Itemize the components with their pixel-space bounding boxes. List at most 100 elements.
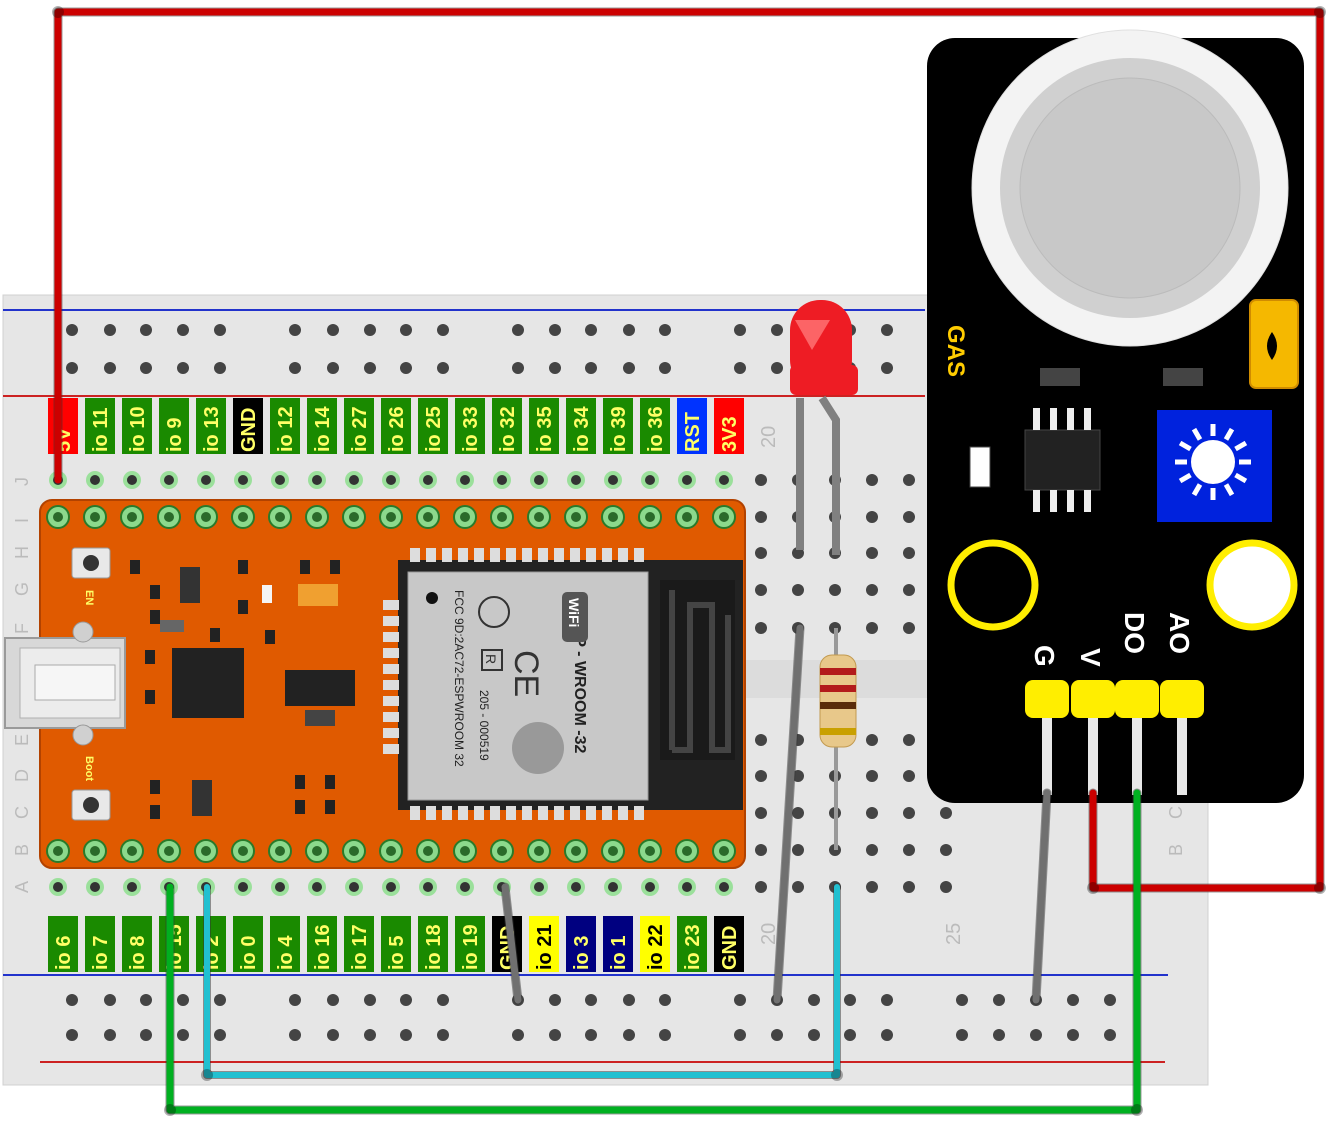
rail-hole bbox=[364, 994, 376, 1006]
rail-hole bbox=[881, 362, 893, 374]
wire-ground-sensor bbox=[1032, 789, 1051, 1004]
rail-hole bbox=[659, 1029, 671, 1041]
sensor-header-pin bbox=[1115, 680, 1159, 718]
pin-label-bg bbox=[714, 916, 744, 972]
rail-hole bbox=[66, 324, 78, 336]
sensor-pin-label: DO bbox=[1119, 612, 1150, 654]
terminal-hole bbox=[829, 584, 841, 596]
bottom-pin-label: GND bbox=[719, 926, 741, 970]
pin-label-bg bbox=[344, 916, 374, 972]
bottom-pin-label: io 17 bbox=[349, 924, 371, 970]
top-pin-label: io 35 bbox=[534, 406, 556, 452]
rail-hole bbox=[327, 994, 339, 1006]
bottom-pin-label: io 6 bbox=[53, 936, 75, 970]
top-pin-label: io 11 bbox=[90, 408, 112, 452]
rail-hole bbox=[623, 362, 635, 374]
sensor-pin-leg bbox=[1132, 700, 1142, 795]
bottom-pin-label: io 21 bbox=[534, 924, 556, 970]
sensor-pin-label: AO bbox=[1164, 612, 1195, 654]
en-button-cap bbox=[83, 555, 99, 571]
wifi-badge bbox=[562, 592, 588, 642]
pin-label-bg bbox=[529, 916, 559, 972]
rail-hole bbox=[1067, 994, 1079, 1006]
wire-5v bbox=[54, 8, 1324, 892]
top-pin-label: 3V3 bbox=[719, 416, 741, 452]
terminal-hole bbox=[866, 770, 878, 782]
esp32-board: EN Boot ESP - WROOM -32 FCC 9D:2AC72-ESP… bbox=[4, 471, 746, 896]
rail-hole bbox=[364, 1029, 376, 1041]
terminal-hole bbox=[866, 622, 878, 634]
rail-hole bbox=[549, 1029, 561, 1041]
pin-label-bg bbox=[196, 398, 226, 454]
rail-hole bbox=[1030, 1029, 1042, 1041]
terminal-hole bbox=[792, 844, 804, 856]
top-pin-label: io 32 bbox=[497, 406, 519, 452]
rail-hole bbox=[659, 362, 671, 374]
terminal-hole bbox=[866, 584, 878, 596]
bottom-pin-label: io 19 bbox=[460, 924, 482, 970]
rail-hole bbox=[512, 362, 524, 374]
wire-ground-led bbox=[773, 624, 804, 1004]
bottom-pin-label: io 4 bbox=[275, 935, 297, 970]
rail-hole bbox=[585, 324, 597, 336]
terminal-hole bbox=[903, 881, 915, 893]
rail-hole bbox=[289, 324, 301, 336]
terminal-hole bbox=[866, 881, 878, 893]
pin-label-bg bbox=[714, 398, 744, 454]
row-letter: E bbox=[12, 734, 32, 746]
terminal-hole bbox=[792, 881, 804, 893]
row-letter: C bbox=[1166, 806, 1186, 819]
terminal-hole bbox=[903, 807, 915, 819]
rail-hole bbox=[66, 994, 78, 1006]
rail-hole bbox=[956, 1029, 968, 1041]
bottom-pin-label: io 7 bbox=[90, 936, 112, 970]
rail-hole bbox=[512, 1029, 524, 1041]
row-letter: F bbox=[12, 623, 32, 634]
pin-label-bg bbox=[418, 916, 448, 972]
terminal-hole bbox=[866, 844, 878, 856]
rail-hole bbox=[327, 362, 339, 374]
pin-label-bg bbox=[122, 398, 152, 454]
terminal-hole bbox=[792, 584, 804, 596]
rail-hole bbox=[1104, 994, 1116, 1006]
terminal-hole bbox=[866, 734, 878, 746]
rail-hole bbox=[177, 324, 189, 336]
usb-uart-chip bbox=[172, 648, 244, 718]
sensor-pin-label: V bbox=[1075, 648, 1106, 667]
bottom-pin-label: io 5 bbox=[386, 936, 408, 970]
rail-hole bbox=[585, 994, 597, 1006]
rail-hole bbox=[327, 1029, 339, 1041]
rail-hole bbox=[177, 994, 189, 1006]
espressif-logo bbox=[512, 722, 564, 774]
pin-label-bg bbox=[48, 916, 78, 972]
row-letter: H bbox=[12, 546, 32, 559]
module-cert: 205 - 000519 bbox=[477, 690, 491, 761]
rail-hole bbox=[364, 362, 376, 374]
wire-led bbox=[204, 884, 840, 1078]
rail-hole bbox=[214, 362, 226, 374]
row-letter: D bbox=[12, 769, 32, 782]
terminal-hole bbox=[755, 622, 767, 634]
voltage-regulator bbox=[285, 670, 355, 706]
pin-label-bg bbox=[233, 916, 263, 972]
row-letter: B bbox=[1166, 844, 1186, 856]
terminal-hole bbox=[903, 770, 915, 782]
sensor-header-pin bbox=[1160, 680, 1204, 718]
rail-hole bbox=[364, 324, 376, 336]
pin-label-bg bbox=[677, 916, 707, 972]
rail-hole bbox=[623, 324, 635, 336]
bottom-pin-label: io 0 bbox=[238, 936, 260, 970]
column-marker-25: 25 bbox=[943, 923, 965, 945]
pin-label-bg bbox=[159, 398, 189, 454]
rail-hole bbox=[734, 362, 746, 374]
pin-label-bg bbox=[603, 916, 633, 972]
sensor-pin-label: G bbox=[1029, 645, 1060, 667]
bottom-pin-label: io 18 bbox=[423, 924, 445, 970]
pin-label-bg bbox=[529, 398, 559, 454]
potentiometer-knob-icon bbox=[1191, 440, 1235, 484]
sensor-pin-leg bbox=[1177, 700, 1187, 795]
ce-mark: CE bbox=[507, 650, 545, 697]
